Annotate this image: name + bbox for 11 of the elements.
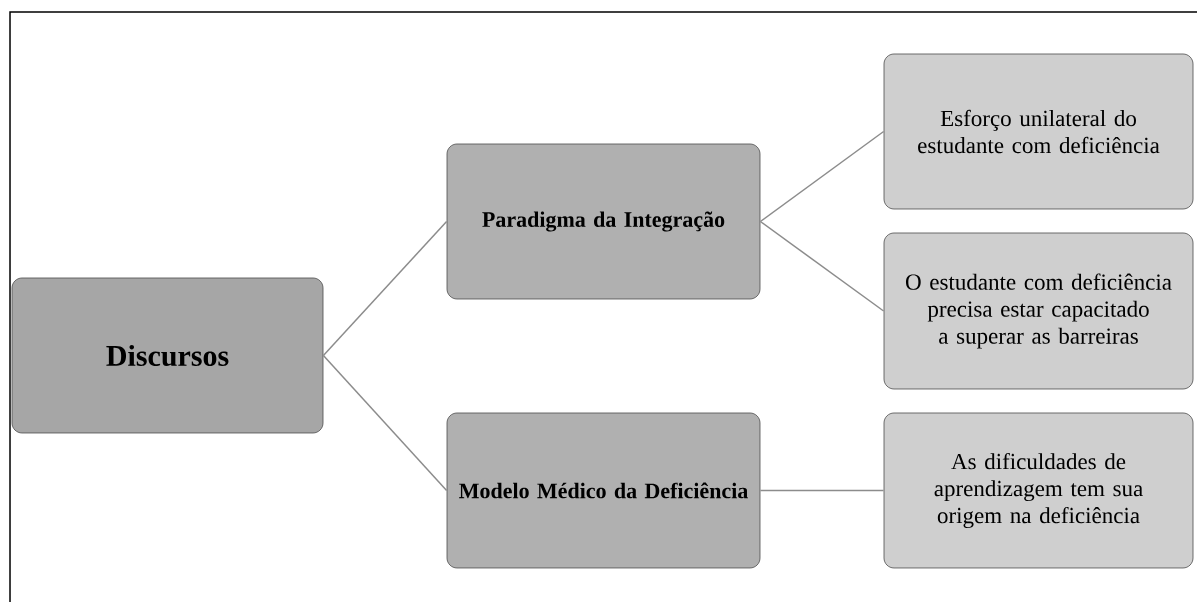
connector-line — [322, 220, 448, 357]
rounded-box: Esforço unilateral do estudante com deficiência — [883, 53, 1194, 210]
rounded-box: O estudante com deficiência precisa estar capacitado a superar as barreiras — [883, 232, 1194, 390]
rounded-box: Modelo Médico da Deficiência — [446, 412, 761, 569]
connector-line — [759, 130, 885, 223]
connector-line — [322, 354, 448, 492]
rounded-box: Discursos — [11, 277, 324, 434]
rounded-box: Paradigma da Integração — [446, 143, 761, 300]
connector-line — [759, 220, 885, 312]
connector-line — [759, 489, 885, 492]
rounded-box: As dificuldades de aprendizagem tem sua origem na deficiência — [883, 412, 1194, 569]
